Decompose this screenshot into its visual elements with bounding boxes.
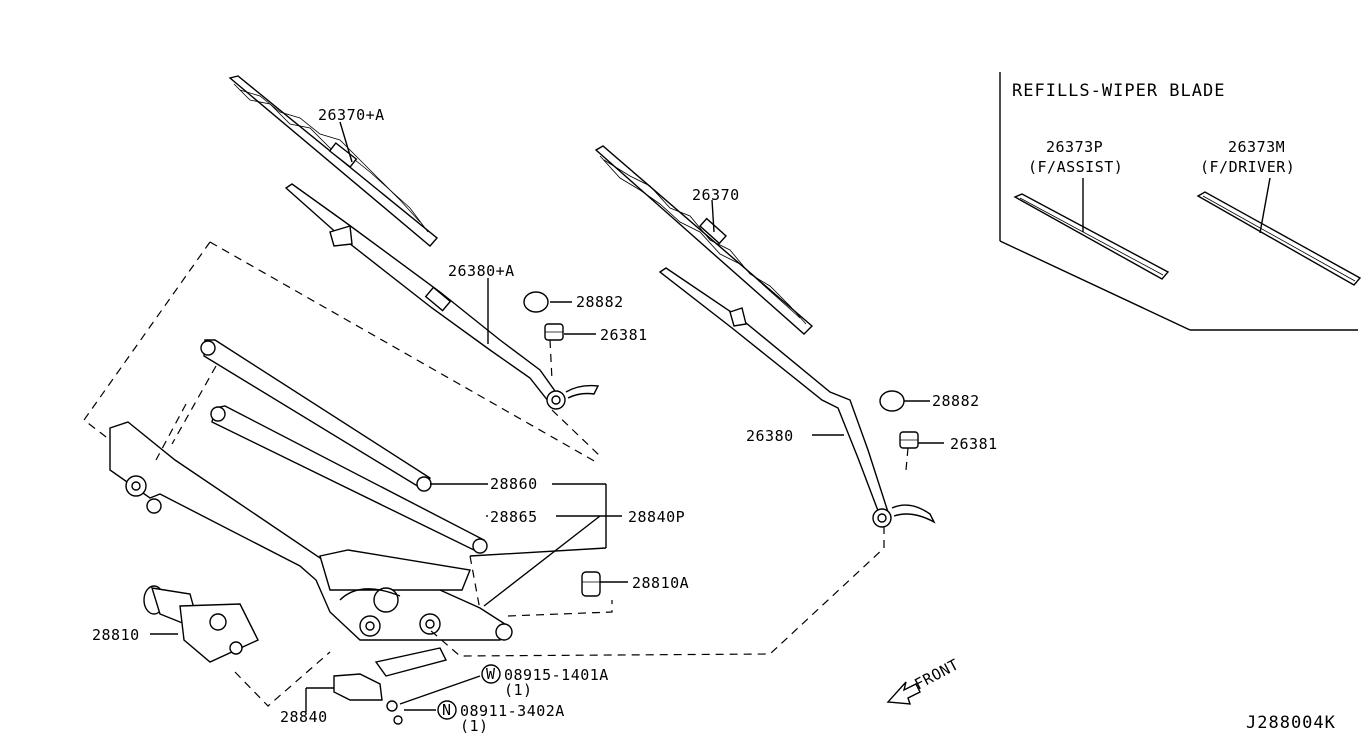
nut-26381-upper[interactable]: [544, 323, 564, 341]
leader-lines: [150, 121, 944, 712]
refill-assist-code: 26373P: [1046, 138, 1103, 156]
label-arm-driver: 26380: [746, 427, 794, 445]
diagram-code: J288004K: [1246, 713, 1336, 733]
label-link-2: 28865: [490, 508, 538, 526]
wiper-blade-driver[interactable]: [594, 145, 814, 335]
refill-assist-desc: (F/ASSIST): [1028, 158, 1123, 176]
label-washer-qty: (1): [504, 681, 533, 699]
wiper-frame[interactable]: [109, 421, 513, 641]
wiper-blade-assist[interactable]: [228, 75, 439, 247]
label-nut-qty: (1): [460, 717, 489, 735]
label-nut-1: 26381: [600, 326, 648, 344]
front-label: FRONT: [911, 655, 962, 693]
refills-header: REFILLS-WIPER BLADE: [1012, 81, 1225, 101]
washer-symbol: W: [486, 665, 496, 683]
washer-symbol-circle: [481, 664, 501, 684]
cap-28882-upper[interactable]: [523, 291, 549, 313]
refill-blade-driver[interactable]: [1196, 191, 1362, 286]
refill-driver-desc: (F/DRIVER): [1200, 158, 1295, 176]
label-bracket: 28840: [280, 708, 328, 726]
nut-26381-lower[interactable]: [899, 431, 919, 449]
bracket-28840[interactable]: [333, 647, 448, 725]
link-rod-28860[interactable]: [200, 339, 432, 492]
label-washer-code: 08915-1401A: [504, 666, 609, 684]
label-motor: 28810: [92, 626, 140, 644]
label-frame-link: 28840P: [628, 508, 685, 526]
label-blade-assist: 26370+A: [318, 106, 385, 124]
link-rod-28865[interactable]: [210, 405, 488, 554]
nut-symbol: N: [442, 701, 452, 719]
dashed-guides: [83, 241, 909, 707]
label-link-1: 28860: [490, 475, 538, 493]
nut-symbol-circle: [437, 700, 457, 720]
refills-inset-border: [999, 72, 1358, 331]
label-arm-assist: 26380+A: [448, 262, 515, 280]
cap-28882-lower[interactable]: [879, 390, 905, 412]
refill-blade-assist[interactable]: [1013, 193, 1170, 280]
front-arrow-icon: [886, 681, 921, 705]
pivot-28810a[interactable]: [581, 571, 601, 597]
label-blade-driver: 26370: [692, 186, 740, 204]
wiper-arm-driver[interactable]: [658, 267, 936, 528]
label-nut-code: 08911-3402A: [460, 702, 565, 720]
label-pivot: 28810A: [632, 574, 689, 592]
label-cap-1: 28882: [576, 293, 624, 311]
label-nut-2: 26381: [950, 435, 998, 453]
wiper-arm-assist[interactable]: [284, 183, 600, 410]
wiper-motor-28810[interactable]: [143, 585, 259, 663]
refill-driver-code: 26373M: [1228, 138, 1285, 156]
label-cap-2: 28882: [932, 392, 980, 410]
